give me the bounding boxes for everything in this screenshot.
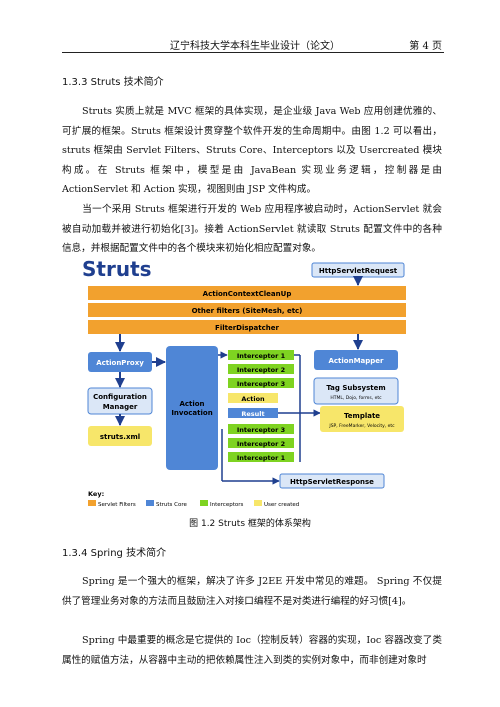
key-label-servlet-filters: Servlet Filters (98, 502, 136, 508)
action-invocation-label-2: Invocation (171, 409, 212, 417)
interceptor-1-return-box (228, 452, 294, 462)
interceptor-3-return-label: Interceptor 3 (237, 426, 285, 434)
result-box (228, 408, 278, 418)
struts-xml-label: struts.xml (100, 433, 140, 441)
key-legend: Servlet Filters Struts Core Interceptors… (88, 500, 299, 508)
interceptor-3-label: Interceptor 3 (237, 380, 285, 388)
key-title: Key: (88, 490, 104, 498)
paragraph-struts-startup: 当一个采用 Struts 框架进行开发的 Web 应用程序被启动时，Action… (62, 200, 442, 259)
key-swatch-user-created (254, 500, 262, 506)
key-label-user-created: User created (264, 502, 299, 508)
key-swatch-struts-core (146, 500, 154, 506)
key-swatch-interceptors (200, 500, 208, 506)
struts-architecture-figure: Struts HttpServletRequest ActionContextC… (82, 260, 406, 508)
interceptor-2-return-box (228, 438, 294, 448)
page-number: 第 4 页 (409, 41, 442, 52)
action-mapper-box (314, 350, 398, 370)
page-header: 辽宁科技大学本科生毕业设计（论文） 第 4 页 (62, 34, 444, 53)
configuration-manager-label-1: Configuration (93, 393, 147, 401)
action-proxy-box (88, 352, 152, 372)
action-invocation-label-1: Action (179, 400, 204, 408)
http-response-label: HttpServletResponse (290, 478, 374, 486)
header-title: 辽宁科技大学本科生毕业设计（论文） (170, 41, 340, 52)
interceptor-2-label: Interceptor 2 (237, 366, 285, 374)
template-label: Template (344, 412, 380, 420)
http-response-box (279, 473, 385, 489)
template-box (320, 406, 404, 432)
paragraph-text: Struts 实质上就是 MVC 框架的具体实现，是企业级 Java Web 应… (62, 106, 442, 195)
cleanup-filter-bar (88, 286, 406, 300)
interceptor-2-return-label: Interceptor 2 (237, 440, 285, 448)
paragraph-spring-intro: Spring 是一个强大的框架，解决了许多 J2EE 开发中常见的难题。 Spr… (62, 572, 442, 611)
interceptor-3-box (228, 378, 294, 388)
paragraph-spring-ioc: Spring 中最重要的概念是它提供的 Ioc（控制反转）容器的实现，Ioc 容… (62, 631, 442, 670)
result-label: Result (241, 410, 264, 418)
http-request-label: HttpServletRequest (319, 267, 398, 275)
other-filters-label: Other filters (SiteMesh, etc) (192, 307, 303, 315)
interceptor-2-box (228, 364, 294, 374)
paragraph-struts-intro: Struts 实质上就是 MVC 框架的具体实现，是企业级 Java Web 应… (62, 102, 442, 200)
paragraph-text: Spring 中最重要的概念是它提供的 Ioc（控制反转）容器的实现，Ioc 容… (62, 635, 442, 666)
tag-subsystem-box (313, 377, 399, 405)
key-label-interceptors: Interceptors (210, 502, 243, 508)
paragraph-text: Spring 是一个强大的框架，解决了许多 J2EE 开发中常见的难题。 Spr… (62, 576, 442, 607)
template-sublabel: JSP, FreeMarker, Velocity, etc (328, 423, 395, 429)
struts-logo: Struts (82, 260, 152, 281)
paragraph-text: 当一个采用 Struts 框架进行开发的 Web 应用程序被启动时，Action… (62, 204, 442, 254)
tag-subsystem-label: Tag Subsystem (326, 384, 385, 392)
interceptor-3-return-box (228, 424, 294, 434)
action-proxy-label: ActionProxy (96, 359, 144, 367)
filter-dispatcher-bar (88, 320, 406, 334)
cleanup-filter-label: ActionContextCleanUp (203, 290, 292, 298)
section-heading-struts: 1.3.3 Struts 技术简介 (62, 77, 164, 88)
action-mapper-label: ActionMapper (328, 357, 384, 365)
figure-caption: 图 1.2 Struts 框架的体系架构 (189, 519, 311, 529)
key-label-struts-core: Struts Core (156, 502, 188, 508)
action-label: Action (241, 395, 265, 403)
action-invocation-box (166, 346, 218, 470)
section-heading-spring: 1.3.4 Spring 技术简介 (62, 548, 167, 559)
interceptor-1-box (228, 350, 294, 360)
configuration-manager-label-2: Manager (103, 403, 138, 411)
other-filters-bar (88, 303, 406, 317)
interceptor-1-return-label: Interceptor 1 (237, 454, 286, 462)
interceptor-1-label: Interceptor 1 (237, 352, 286, 360)
key-swatch-servlet-filters (88, 500, 96, 506)
tag-subsystem-sublabel: HTML, Dojo, forms, etc (330, 395, 382, 401)
filter-dispatcher-label: FilterDispatcher (215, 324, 279, 332)
action-box (228, 393, 278, 403)
struts-xml-box (88, 426, 152, 446)
